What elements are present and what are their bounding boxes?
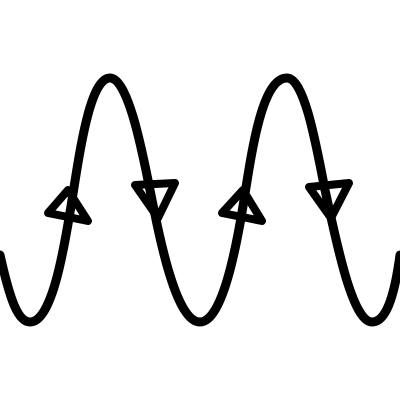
arrow-down-2-icon	[305, 179, 353, 222]
arrow-down-1-icon	[131, 179, 179, 222]
arrow-up-2-icon	[218, 186, 266, 225]
arrow-up-1-icon	[44, 186, 92, 225]
direction-arrows	[44, 179, 353, 225]
